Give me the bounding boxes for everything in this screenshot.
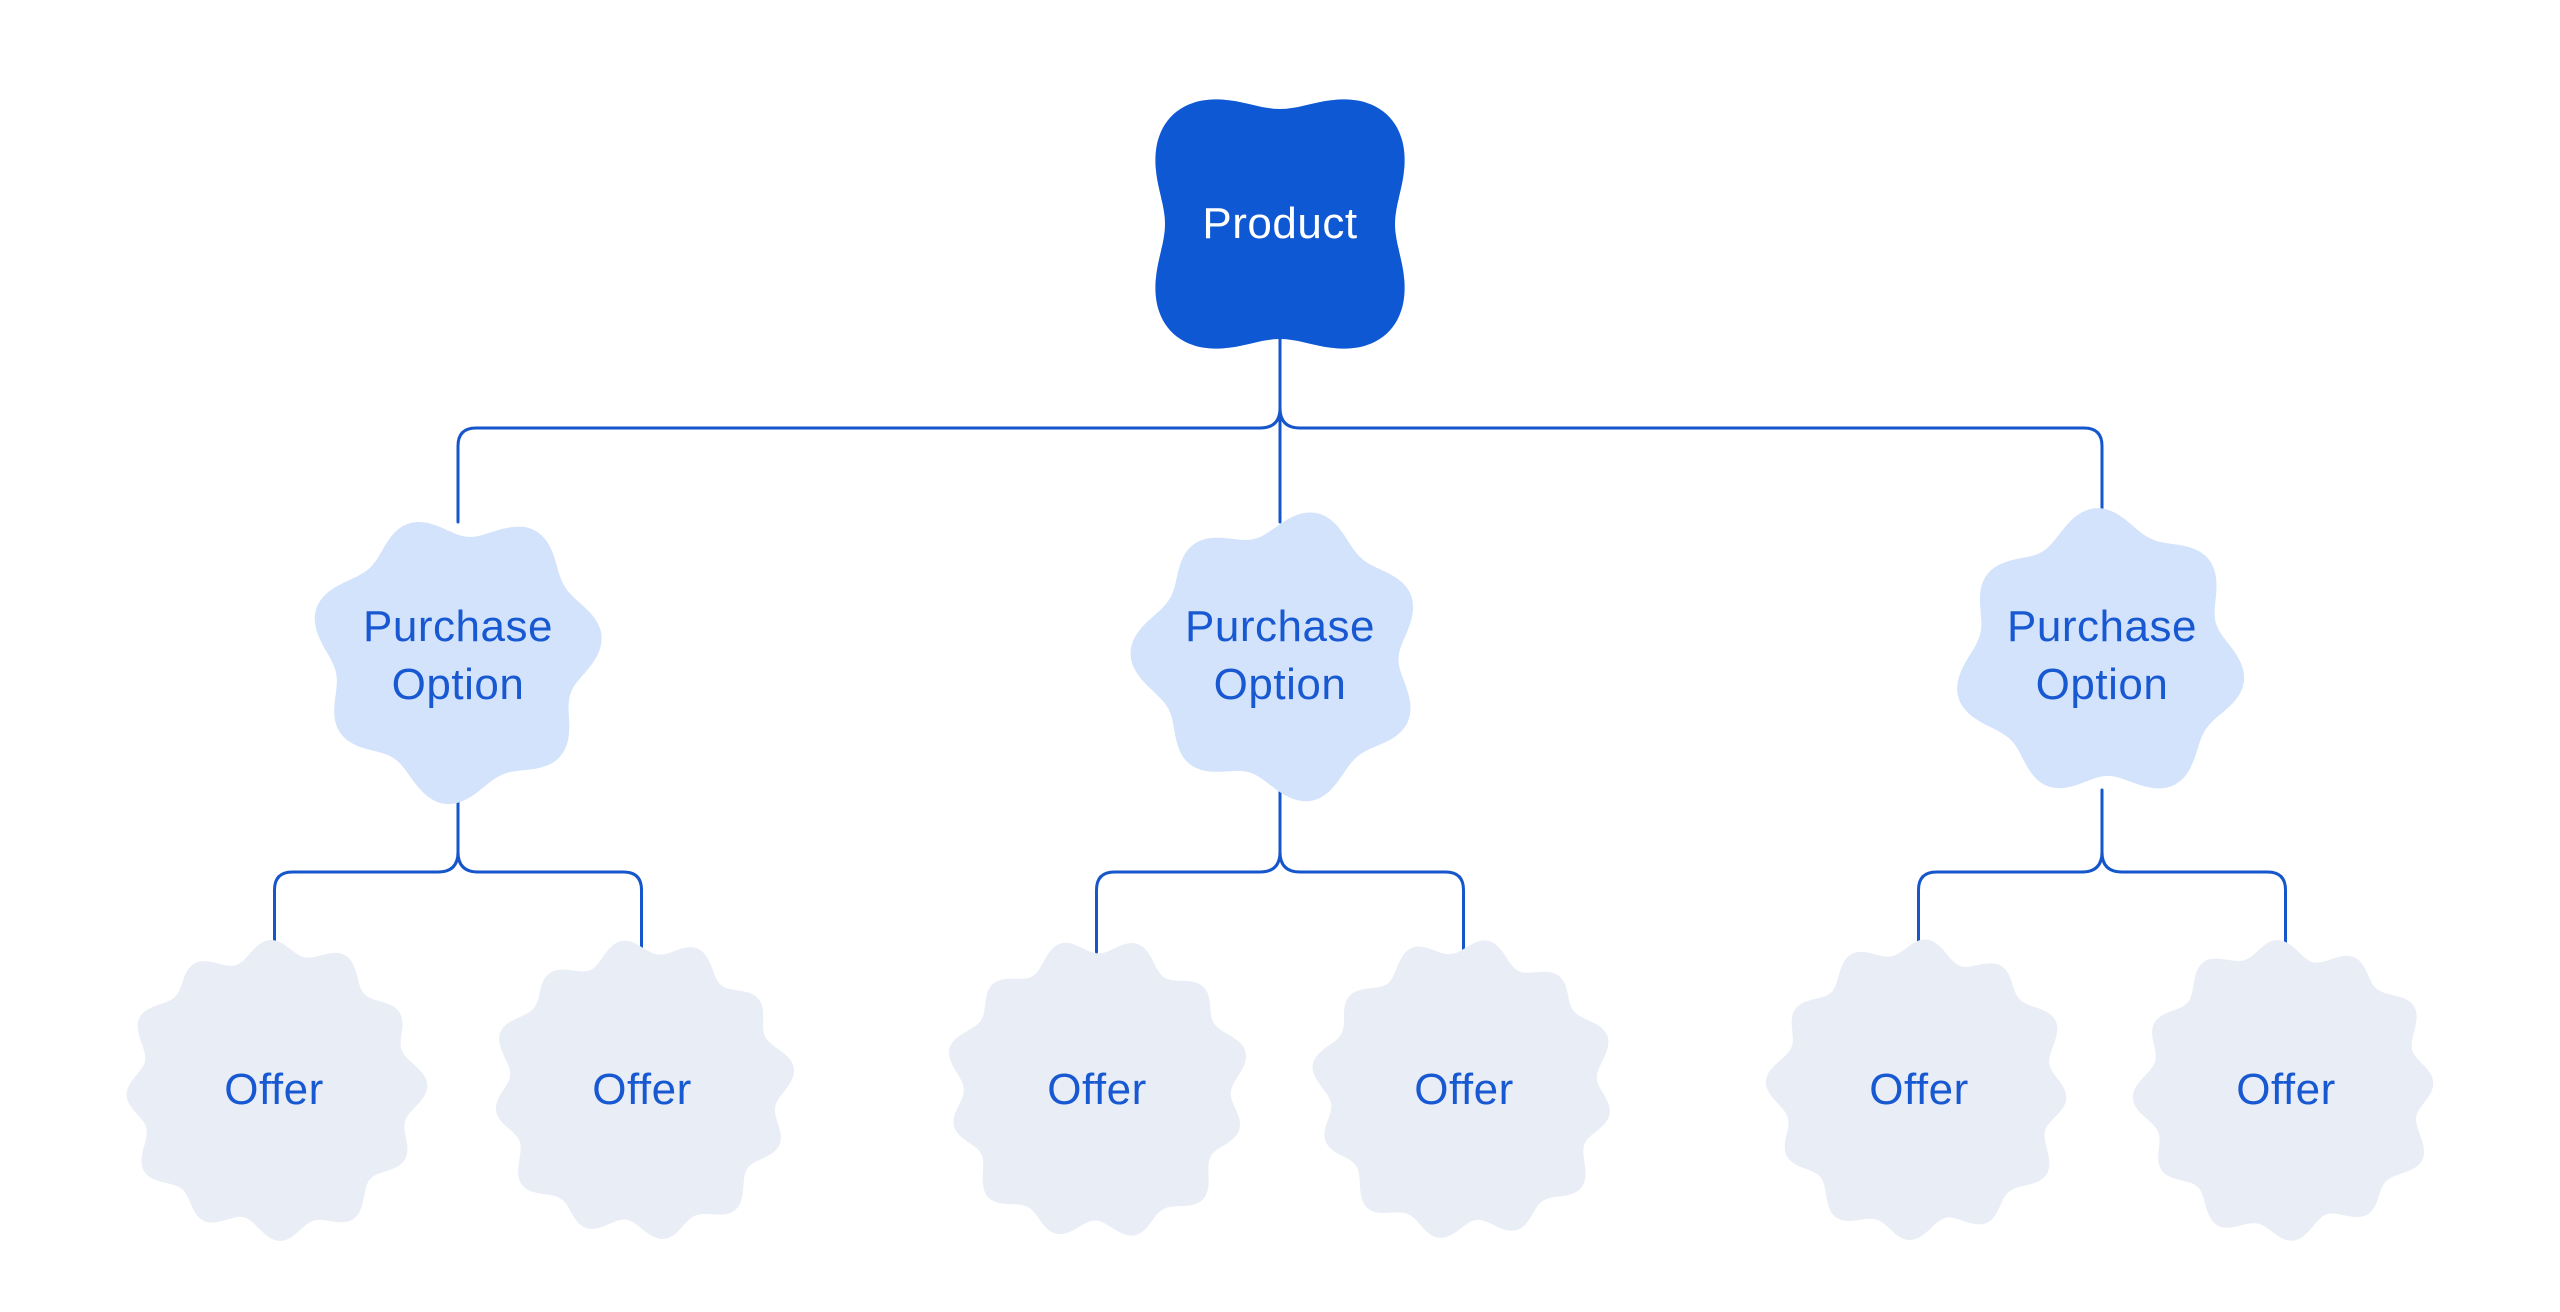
purchase-option-node: Purchase Option [1932,486,2272,826]
product-blob-shape [1155,99,1405,349]
offer-node: Offer [104,920,444,1260]
offer-label: Offer [1869,1064,1969,1114]
offer-node: Offer [2116,920,2456,1260]
purchase-option-node: Purchase Option [288,486,628,826]
offer-blob-shape [126,940,428,1241]
offer-blob-shape [495,940,794,1239]
purchase-blob-shape [314,522,602,805]
purchase-option-label: Purchase Option [2007,601,2197,709]
offer-node: Offer [927,920,1267,1260]
offer-blob-shape [1765,939,2067,1241]
offer-label: Offer [2236,1064,2336,1114]
offer-node: Offer [472,920,812,1260]
offer-label: Offer [592,1064,692,1114]
purchase-blob-shape [1130,512,1414,802]
offer-blob-shape [949,942,1247,1236]
purchase-option-label: Purchase Option [363,601,553,709]
offer-node: Offer [1294,920,1634,1260]
purchase-blob-shape [1957,508,2245,789]
offer-blob-shape [1312,940,1610,1238]
product-label: Product [1202,198,1358,248]
offer-label: Offer [224,1064,324,1114]
product-node: Product [1110,54,1450,394]
purchase-option-node: Purchase Option [1110,486,1450,826]
offer-label: Offer [1047,1064,1147,1114]
offer-blob-shape [2132,940,2434,1241]
purchase-option-label: Purchase Option [1185,601,1375,709]
offer-label: Offer [1414,1064,1514,1114]
offer-node: Offer [1749,920,2089,1260]
